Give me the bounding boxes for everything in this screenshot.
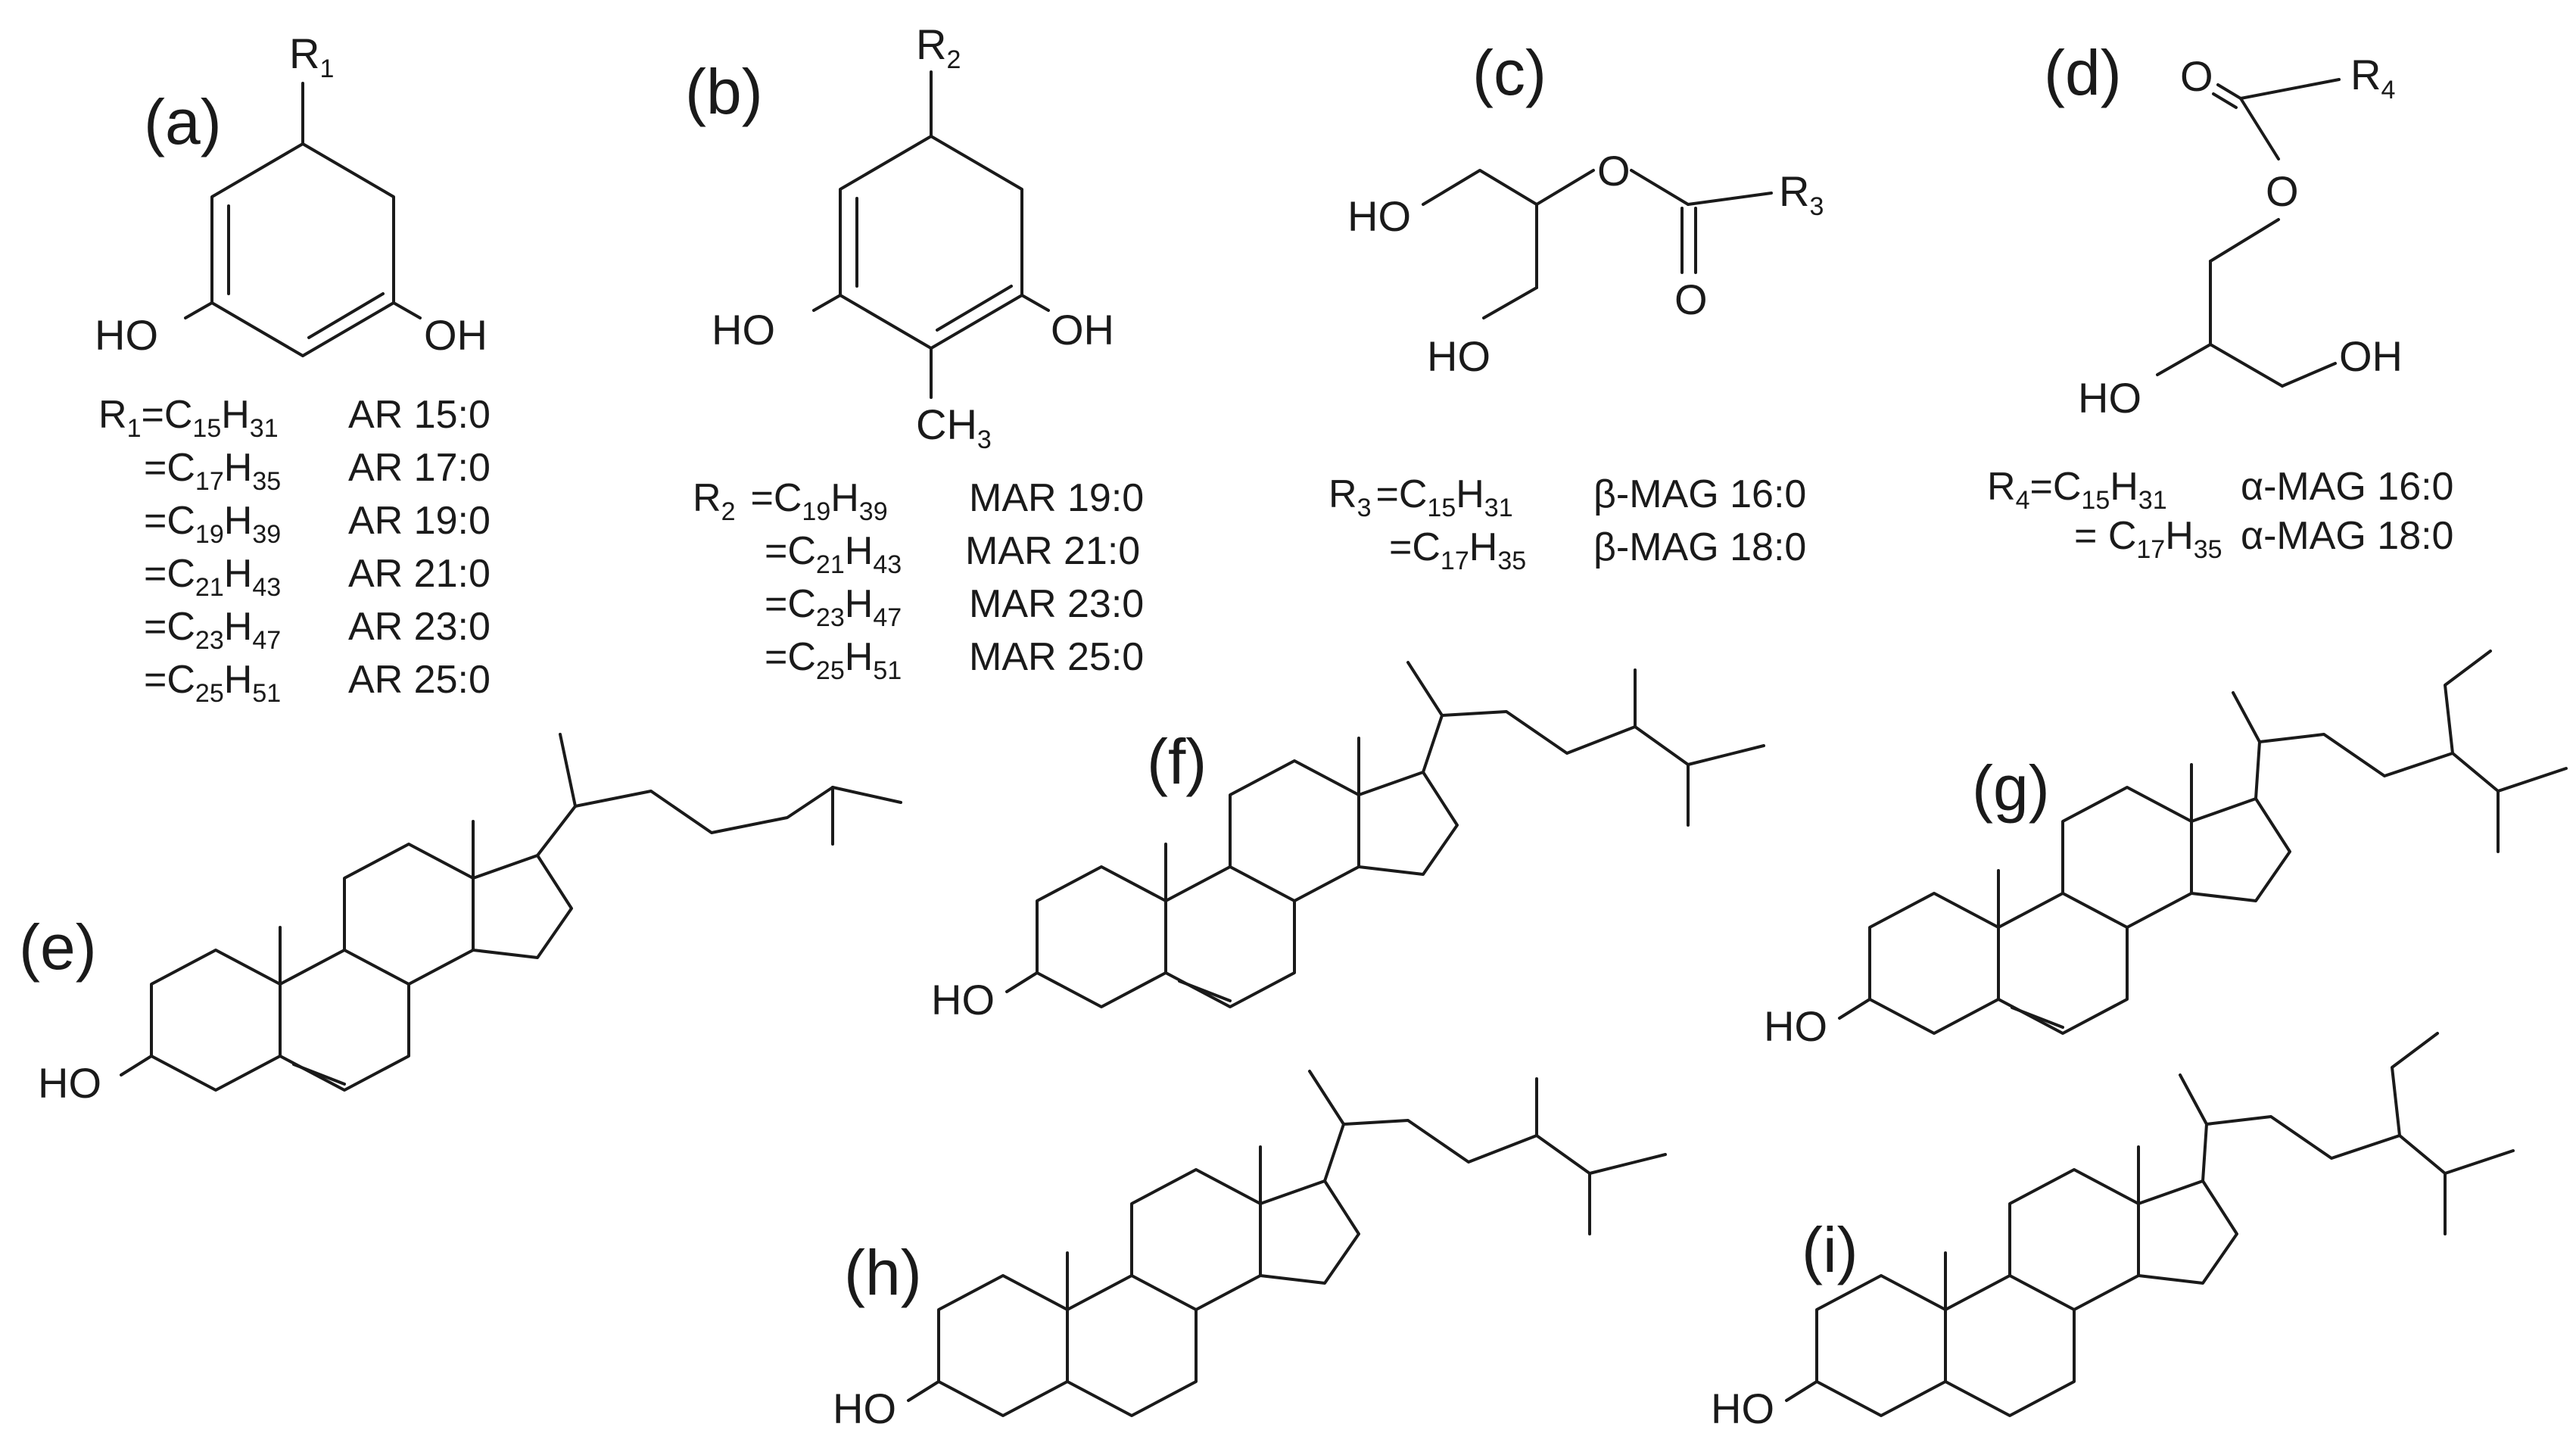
ho-atom: HO [2078,374,2141,422]
structure-a: R1 HO OH [95,30,487,359]
compound-name: AR 17:0 [348,446,491,490]
panel-i: (i) HO [1711,1032,2515,1432]
oh-atom: OH [424,311,487,359]
panel-f: (f) HO [931,661,1765,1023]
table-d: R4=C15H31 α-MAG 16:0 = C17H35 α-MAG 18:0 [1987,465,2453,564]
table-c: R3=C15H31 β-MAG 16:0 =C17H35 β-MAG 18:0 [1328,472,1806,575]
panel-label-g: (g) [1972,752,2050,824]
structure-c: HO O R3 O HO [1347,147,1824,380]
compound-name: MAR 19:0 [969,476,1144,520]
compound-name: β-MAG 16:0 [1593,472,1806,516]
table-row: R1=C15H31 [98,393,279,443]
ho-atom: HO [1711,1385,1774,1432]
r3-atom: R3 [1779,167,1824,221]
r4-atom: R4 [2350,51,2395,104]
panel-a: (a) R1 HO OH R1=C15H31 AR 15:0 =C17H35 A… [95,30,491,708]
compound-name: MAR 21:0 [965,529,1140,573]
ester-o-atom: O [1597,147,1631,195]
r1-atom: R1 [289,30,334,83]
ester-o-atom: O [2266,167,2299,215]
compound-name: AR 23:0 [348,605,491,649]
table-row: =C19H39 [144,499,281,549]
table-row: =C21H43 [765,529,902,579]
panel-label-f: (f) [1147,726,1207,797]
panel-g: (g) HO [1764,650,2568,1050]
compound-name: MAR 25:0 [969,635,1144,679]
table-row: =C17H35 [144,446,281,496]
ho-atom: HO [38,1059,101,1107]
panel-label-d: (d) [2044,37,2122,108]
ho-atom: HO [833,1385,896,1432]
table-row: R3=C15H31 [1328,472,1513,522]
ho-atom: HO [712,306,775,354]
table-row: =C23H47 [144,605,281,655]
r2-atom: R2 [916,20,961,74]
compound-name: MAR 23:0 [969,582,1144,626]
panel-label-c: (c) [1472,37,1547,108]
compound-name: AR 19:0 [348,499,491,543]
structure-g: HO [1764,650,2568,1050]
structure-f: HO [931,661,1765,1023]
compound-name: AR 15:0 [348,393,491,437]
carbonyl-o-atom: O [2180,52,2213,100]
oh-atom: OH [1051,306,1114,354]
oh-atom: OH [2339,332,2403,380]
panel-h: (h) HO [833,1070,1667,1432]
table-row: R4=C15H31 [1987,465,2167,515]
compound-name: α-MAG 16:0 [2241,465,2453,509]
structure-d: O R4 O HO OH [2078,51,2403,422]
ho-atom: HO [931,976,995,1023]
panel-b: (b) R2 HO OH CH3 R2=C19H39 MAR 19:0 =C21… [685,20,1144,685]
table-row: R2=C19H39 [693,476,888,526]
panel-d: (d) O R4 O HO OH R4=C15H31 α-MAG 16:0 = … [1987,37,2453,564]
table-b: R2=C19H39 MAR 19:0 =C21H43 MAR 21:0 =C23… [693,476,1144,685]
compound-name: α-MAG 18:0 [2241,514,2453,558]
ho-atom: HO [1347,192,1411,240]
table-row: =C25H51 [765,635,902,685]
table-a: R1=C15H31 AR 15:0 =C17H35 AR 17:0 =C19H3… [98,393,491,708]
panel-label-b: (b) [685,56,763,127]
ho-atom: HO [1764,1002,1827,1050]
table-row: =C21H43 [144,552,281,602]
structure-i: HO [1711,1032,2515,1432]
structure-e: HO [38,733,902,1107]
compound-name: AR 25:0 [348,658,491,702]
methyl-atom: CH3 [916,400,992,454]
carbonyl-o-atom: O [1674,276,1708,323]
panel-label-i: (i) [1802,1214,1858,1285]
compound-name: β-MAG 18:0 [1593,525,1806,569]
table-row: =C17H35 [1389,525,1526,575]
table-row: =C25H51 [144,658,281,708]
table-row: = C17H35 [2074,514,2222,564]
panel-e: (e) HO [19,733,902,1107]
panel-label-a: (a) [144,86,222,157]
ho-atom: HO [1427,332,1490,380]
panel-c: (c) HO O R3 O HO R3=C15H31 β-MAG 16:0 =C… [1328,37,1824,575]
structure-h: HO [833,1070,1667,1432]
structure-b: R2 HO OH CH3 [712,20,1114,454]
table-row: =C23H47 [765,582,902,632]
ho-atom: HO [95,311,158,359]
panel-label-e: (e) [19,911,97,983]
panel-label-h: (h) [844,1237,922,1308]
compound-name: AR 21:0 [348,552,491,596]
